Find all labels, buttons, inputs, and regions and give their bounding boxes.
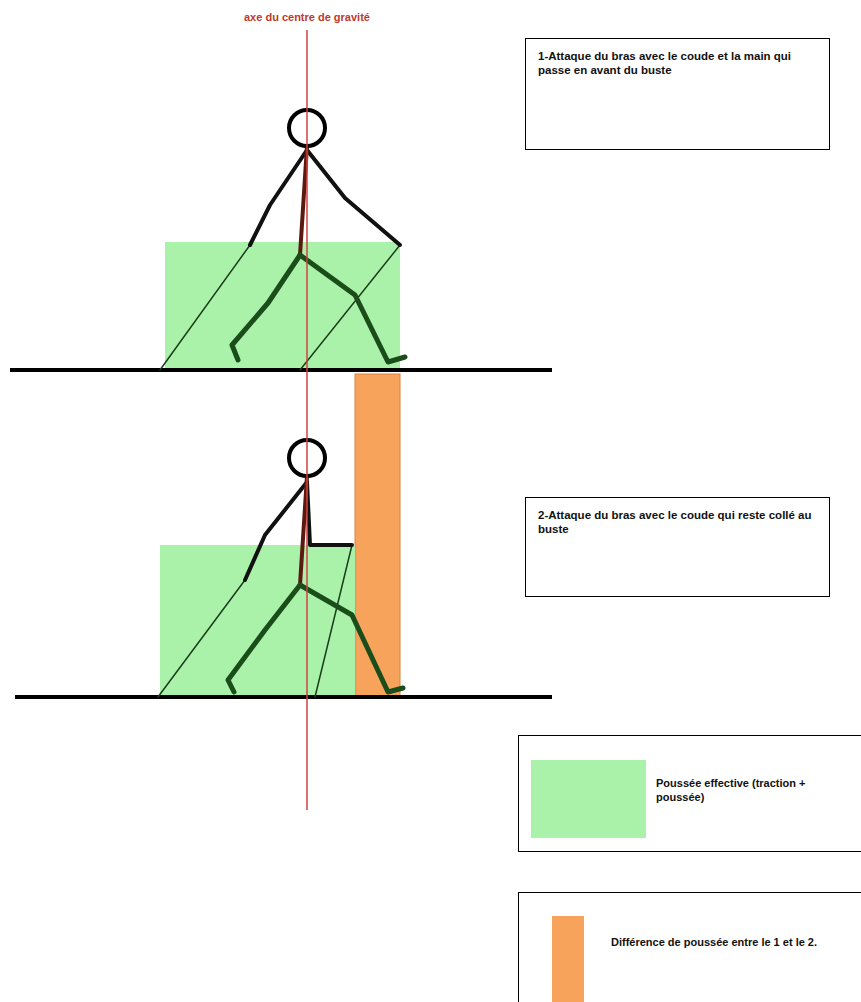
legend-entry: Poussée effective (traction + poussée) [518, 735, 861, 852]
legend-swatch [531, 760, 646, 838]
box-text: 1-Attaque du bras avec le coude et la ma… [538, 49, 817, 77]
text-box: 1-Attaque du bras avec le coude et la ma… [525, 38, 830, 150]
walker-figure [158, 440, 403, 697]
legend-swatch [552, 916, 584, 1002]
walker-figure [160, 110, 405, 370]
ground-line [15, 695, 552, 699]
gravity-axis [306, 30, 308, 810]
legend-text: Poussée effective (traction + poussée) [656, 776, 851, 804]
text-box: 2-Attaque du bras avec le coude qui rest… [525, 497, 830, 597]
axis-label: axe du centre de gravité [244, 11, 370, 23]
effective-push-area [160, 545, 355, 697]
ground-line [10, 368, 552, 372]
legend-text: Différence de poussée entre le 1 et le 2… [611, 935, 851, 949]
effective-push-area [165, 242, 400, 370]
box-text: 2-Attaque du bras avec le coude qui rest… [538, 508, 817, 536]
push-difference-area [355, 374, 400, 697]
legend-entry: Différence de poussée entre le 1 et le 2… [518, 892, 861, 1002]
